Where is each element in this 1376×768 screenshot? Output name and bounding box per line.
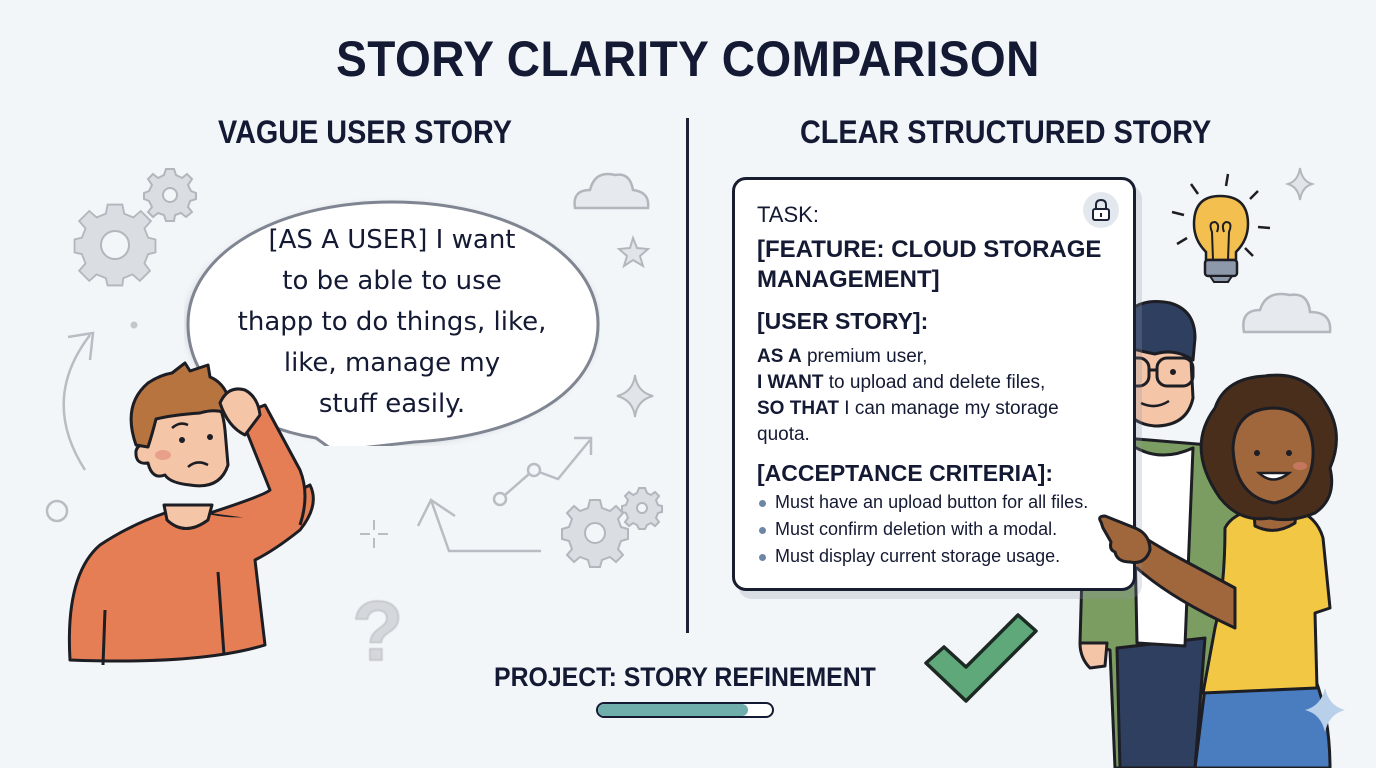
center-divider: [686, 118, 689, 633]
progress-fill: [598, 704, 748, 716]
gear-icon: [73, 203, 157, 287]
gear-icon: [143, 168, 197, 222]
project-label: PROJECT: STORY REFINEMENT: [494, 662, 876, 692]
sparkle-icon: [1305, 688, 1345, 732]
story-as-a: AS A premium user,: [757, 346, 928, 367]
team-illustration: [1078, 300, 1345, 768]
trend-line-icon: [416, 436, 593, 553]
cloud-icon: [1242, 292, 1332, 334]
clear-story-heading: CLEAR STRUCTURED STORY: [800, 114, 1212, 150]
gear-icon: [561, 499, 629, 568]
criteria-item: Must confirm deletion with a modal.: [757, 519, 1057, 540]
gear-icon: [621, 487, 663, 530]
left-decorations: ?: [45, 168, 663, 679]
progress-bar: [596, 702, 774, 718]
acceptance-criteria-heading: [ACCEPTANCE CRITERIA]:: [757, 460, 1054, 486]
circle-icon: [45, 499, 69, 523]
vague-story-text: [AS A USER] I want to be able to use tha…: [184, 220, 600, 425]
page-title: STORY CLARITY COMPARISON: [336, 31, 1040, 87]
bubble-line: thapp to do things, like,: [237, 307, 547, 337]
story-so-that: SO THAT I can manage my storage: [757, 398, 1059, 419]
right-top-decorations: [1171, 167, 1332, 334]
criteria-item: Must have an upload button for all files…: [757, 492, 1088, 513]
vague-story-heading: VAGUE USER STORY: [218, 114, 512, 150]
bubble-line: stuff easily.: [318, 389, 466, 419]
story-so-that-cont: quota.: [757, 424, 810, 445]
bubble-line: [AS A USER] I want: [268, 225, 516, 255]
feature-title-cont: MANAGEMENT]: [757, 266, 940, 293]
pointing-hand-icon: [1098, 514, 1152, 564]
lock-icon: [1083, 192, 1119, 228]
feature-title: [FEATURE: CLOUD STORAGE: [757, 236, 1102, 263]
lightbulb-icon: [1171, 173, 1271, 283]
cloud-icon: [573, 172, 650, 210]
user-story-heading: [USER STORY]:: [757, 308, 929, 334]
bubble-line: to be able to use: [282, 266, 502, 296]
arrow-icon: [62, 334, 91, 471]
speech-bubble: [186, 200, 600, 446]
story-i-want: I WANT to upload and delete files,: [757, 372, 1046, 393]
crosshair-icon: [360, 520, 388, 548]
sparkle-icon: [1284, 167, 1316, 201]
structured-story-card: TASK: [FEATURE: CLOUD STORAGE MANAGEMENT…: [732, 177, 1136, 591]
question-mark-icon: ?: [352, 584, 403, 678]
sparkle-icon: [616, 374, 654, 418]
bubble-line: like, manage my: [283, 348, 501, 378]
confused-person-illustration: [67, 361, 315, 666]
task-label: TASK:: [757, 202, 819, 227]
star-icon: [616, 234, 651, 269]
checkmark-icon: [924, 613, 1038, 703]
criteria-item: Must display current storage usage.: [757, 546, 1060, 567]
